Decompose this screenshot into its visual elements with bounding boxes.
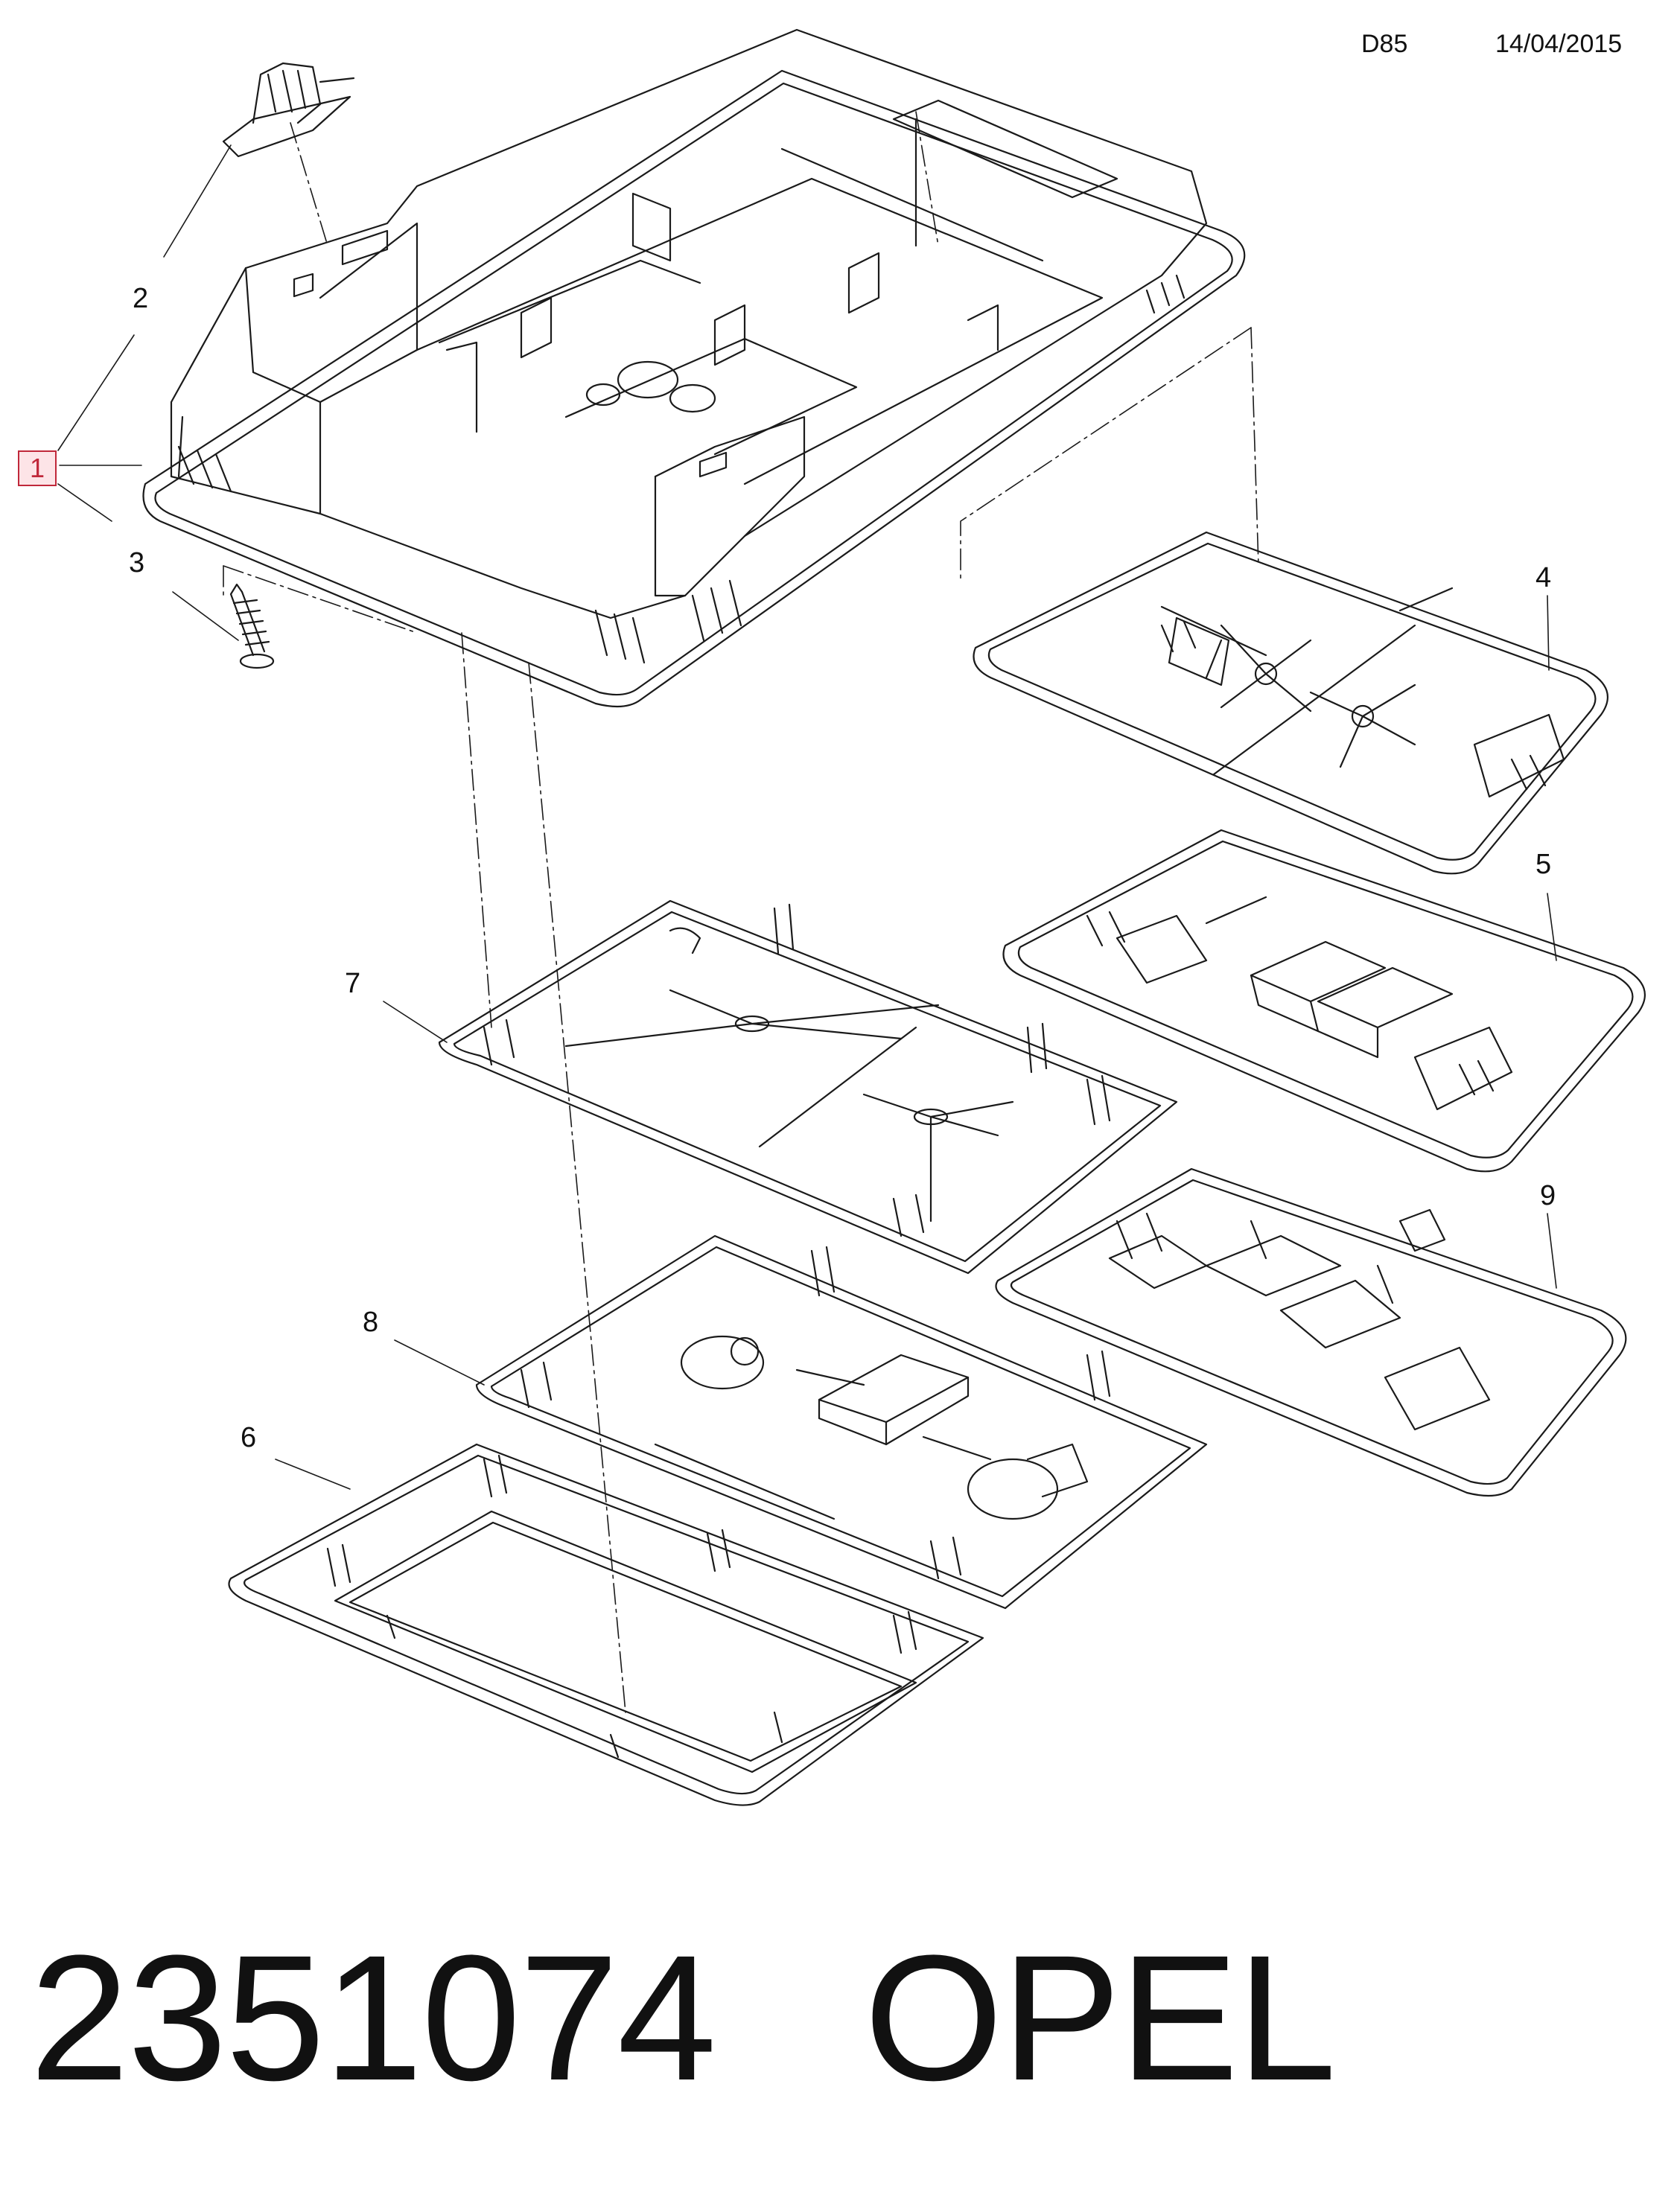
callout-1[interactable]: 1 — [18, 450, 57, 486]
brand-name: OPEL — [864, 1918, 1336, 2117]
callout-2[interactable]: 2 — [133, 283, 149, 314]
part-1-housing — [142, 28, 1246, 708]
part-4-panel — [973, 531, 1608, 875]
callout-9[interactable]: 9 — [1540, 1180, 1556, 1211]
part-number: 2351074 — [30, 1918, 716, 2117]
part-7-panel — [438, 899, 1178, 1275]
leader-lines — [57, 144, 1557, 1490]
callout-7[interactable]: 7 — [345, 968, 361, 999]
callout-6[interactable]: 6 — [241, 1422, 257, 1453]
exploded-parts-diagram — [57, 28, 1646, 1806]
assembly-lines — [223, 111, 1259, 1713]
diagram-code: D85 — [1361, 30, 1408, 58]
callout-3[interactable]: 3 — [129, 547, 145, 579]
part-6-frame — [228, 1443, 984, 1806]
callout-5[interactable]: 5 — [1535, 849, 1552, 880]
part-5-panel — [1002, 829, 1646, 1173]
footer-title: 2351074 OPEL — [30, 1918, 1337, 2117]
callout-4[interactable]: 4 — [1535, 562, 1552, 593]
part-3-screw — [229, 583, 275, 669]
part-9-panel — [995, 1167, 1627, 1497]
diagram-date: 14/04/2015 — [1495, 30, 1623, 58]
part-8-panel — [475, 1234, 1208, 1610]
part-2-clip — [222, 62, 355, 158]
callout-8[interactable]: 8 — [363, 1307, 379, 1338]
